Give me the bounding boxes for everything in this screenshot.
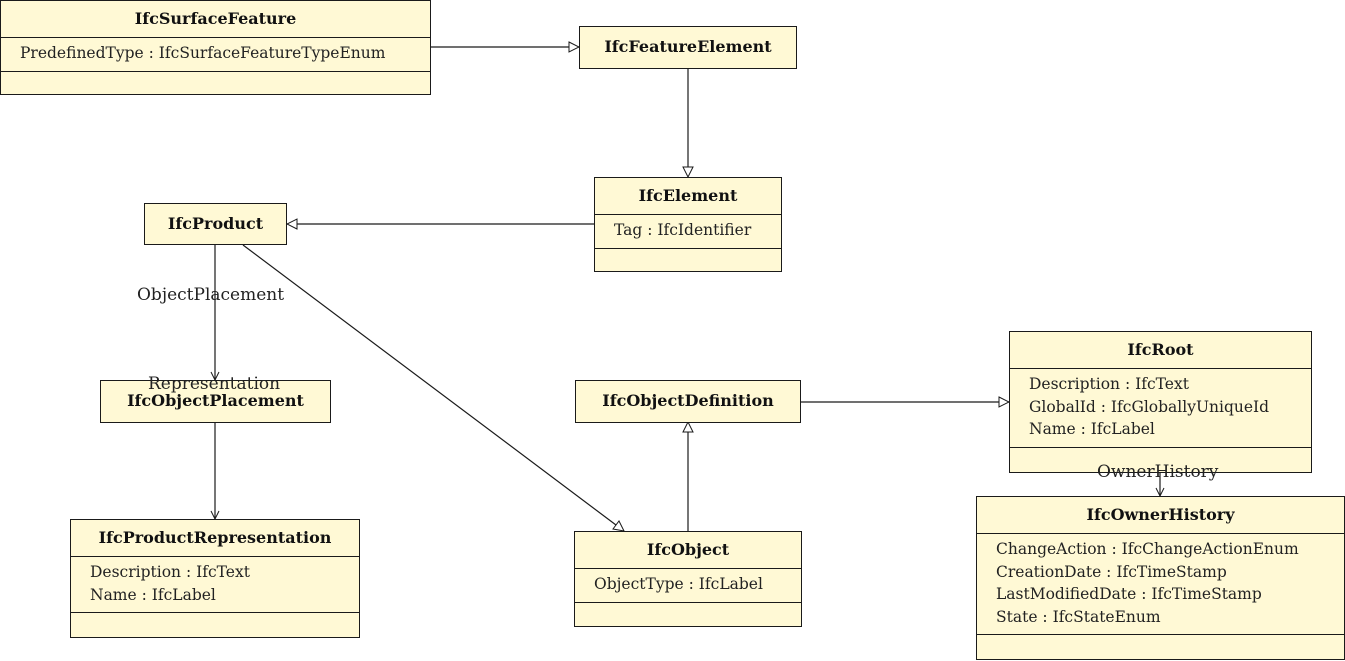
class-ifc-owner-history: IfcOwnerHistory ChangeAction : IfcChange… [976,496,1345,660]
class-title: IfcOwnerHistory [977,497,1344,534]
class-title: IfcSurfaceFeature [1,1,430,38]
attribute: Tag : IfcIdentifier [614,221,752,239]
attribute: Name : IfcLabel [90,585,216,604]
generalization-product-object [242,244,624,531]
operation-compartment [575,603,801,621]
attribute: GlobalId : IfcGloballyUniqueId [1029,397,1270,416]
class-ifc-surface-feature: IfcSurfaceFeature PredefinedType : IfcSu… [0,0,431,95]
association-label-representation: Representation [148,374,281,394]
class-title: IfcRoot [1010,332,1311,369]
attribute: Description : IfcText [90,563,250,581]
operation-compartment [1,72,430,90]
operation-compartment [595,249,781,267]
class-title: IfcProduct [167,214,264,233]
attribute-compartment: Description : IfcText Name : IfcLabel [71,557,359,613]
class-title: IfcObjectDefinition [602,391,774,410]
class-title: IfcObject [575,532,801,569]
attribute: Description : IfcText [1029,375,1189,393]
class-title: IfcProductRepresentation [71,520,359,557]
attribute-compartment: ObjectType : IfcLabel [575,569,801,603]
attribute: State : IfcStateEnum [996,607,1161,626]
class-ifc-root: IfcRoot Description : IfcText GlobalId :… [1009,331,1312,473]
attribute-compartment: ChangeAction : IfcChangeActionEnum Creat… [977,534,1344,635]
attribute-compartment: Description : IfcText GlobalId : IfcGlob… [1010,369,1311,448]
class-ifc-element: IfcElement Tag : IfcIdentifier [594,177,782,272]
attribute: CreationDate : IfcTimeStamp [996,562,1227,581]
attribute: ObjectType : IfcLabel [594,575,763,593]
attribute: Name : IfcLabel [1029,420,1155,438]
class-ifc-object: IfcObject ObjectType : IfcLabel [574,531,802,627]
class-ifc-feature-element: IfcFeatureElement [579,26,797,69]
class-title: IfcElement [595,178,781,215]
class-ifc-product-representation: IfcProductRepresentation Description : I… [70,519,360,638]
class-title: IfcFeatureElement [604,37,772,56]
attribute: LastModifiedDate : IfcTimeStamp [996,585,1262,603]
class-ifc-object-placement: IfcObjectPlacement [100,380,331,423]
attribute-compartment: Tag : IfcIdentifier [595,215,781,249]
class-ifc-object-definition: IfcObjectDefinition [575,380,801,423]
association-label-ownerhistory: OwnerHistory [1097,462,1219,482]
class-title: IfcObjectPlacement [127,391,304,410]
attribute-compartment: PredefinedType : IfcSurfaceFeatureTypeEn… [1,38,430,72]
class-ifc-product: IfcProduct [144,203,287,245]
operation-compartment [977,635,1344,653]
attribute: PredefinedType : IfcSurfaceFeatureTypeEn… [20,44,386,62]
operation-compartment [71,613,359,631]
association-label-objectplacement: ObjectPlacement [137,285,285,305]
attribute: ChangeAction : IfcChangeActionEnum [996,540,1299,558]
